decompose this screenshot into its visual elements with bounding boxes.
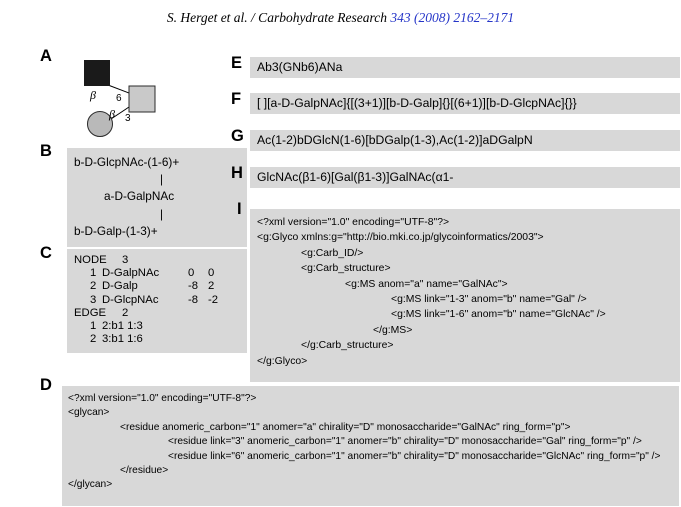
panel-g-label: G — [231, 127, 244, 145]
panel-f-text: [ ][a-D-GalpNAc]{[(3+1)][b-D-Galp]{}[(6+… — [257, 96, 577, 110]
node-index: 1 — [90, 267, 97, 280]
panel-f-bar: [ ][a-D-GalpNAc]{[(3+1)][b-D-Galp]{}[(6+… — [250, 93, 680, 114]
code-line: </glycan> — [68, 479, 113, 491]
edge-header-row: EDGE 2 — [74, 307, 247, 320]
code-line: <g:Carb_ID/> — [301, 247, 364, 259]
node-count: 3 — [122, 254, 129, 266]
code-line: </g:MS> — [373, 324, 413, 336]
panel-b-label: B — [40, 142, 52, 160]
code-line: <?xml version="1.0" encoding="UTF-8"?> — [257, 217, 450, 228]
panel-e-label: E — [231, 54, 243, 72]
beta6-linkage-edge — [107, 84, 130, 94]
galnac-square-icon — [128, 85, 156, 113]
node-name: D-Galp — [102, 280, 138, 293]
edge-keyword: EDGE — [74, 306, 107, 319]
glcnac-filled-square-icon — [84, 60, 110, 86]
code-line: </g:Glyco> — [257, 355, 308, 367]
panel-d-xml-box: <?xml version="1.0" encoding="UTF-8"?> <… — [62, 386, 679, 506]
code-line: <residue anomeric_carbon="1" anomer="a" … — [120, 421, 571, 433]
node-y: 0 — [208, 267, 215, 280]
node-row: 2 D-Galp -8 2 — [74, 280, 247, 293]
top-anomer-label: β — [89, 88, 96, 102]
top-linkage-label: 6 — [116, 93, 122, 104]
panel-h-text: GlcNAc(β1-6)[Gal(β1-3)]GalNAc(α1- — [257, 170, 454, 184]
edge-index: 2 — [90, 333, 97, 346]
code-line: b-D-Galp-(1-3)+ — [74, 223, 158, 238]
edge-count: 2 — [122, 306, 129, 319]
bottom-linkage-label: 3 — [125, 113, 131, 124]
edge-index: 1 — [90, 320, 97, 333]
node-index: 3 — [90, 293, 97, 306]
panel-g-text: Ac(1-2)bDGlcN(1-6)[bDGalp(1-3),Ac(1-2)]a… — [257, 133, 533, 147]
node-row: 1 D-GalpNAc 0 0 — [74, 267, 247, 280]
code-line: <residue link="3" anomeric_carbon="1" an… — [168, 436, 642, 448]
panel-i-label: I — [237, 200, 242, 218]
node-x: 0 — [188, 267, 195, 280]
edge-row: 2 3:b1 1:6 — [74, 333, 247, 346]
branch-bar: | — [160, 206, 164, 221]
panel-i-xml-box: <?xml version="1.0" encoding="UTF-8"?> <… — [250, 209, 680, 382]
node-y: 2 — [208, 280, 215, 293]
panel-e-text: Ab3(GNb6)ANa — [257, 60, 343, 74]
node-header-row: NODE 3 — [74, 254, 247, 267]
panel-c-label: C — [40, 244, 52, 262]
node-index: 2 — [90, 280, 97, 293]
node-row: 3 D-GlcpNAc -8 -2 — [74, 294, 247, 307]
node-x: -8 — [188, 293, 199, 306]
code-line: </g:Carb_structure> — [301, 340, 394, 352]
code-line: <?xml version="1.0" encoding="UTF-8"?> — [68, 393, 257, 404]
panel-e-bar: Ab3(GNb6)ANa — [250, 57, 680, 78]
bottom-anomer-label: β — [108, 107, 115, 121]
edge-def: 2:b1 1:3 — [102, 320, 143, 333]
citation-text: S. Herget et al. / Carbohydrate Research — [166, 10, 388, 25]
code-line: <g:MS anom="a" name="GalNAc"> — [345, 278, 508, 290]
citation-link[interactable]: 343 (2008) 2162–2171 — [390, 10, 515, 25]
panel-h-label: H — [231, 164, 243, 182]
node-x: -8 — [188, 280, 199, 293]
panel-g-bar: Ac(1-2)bDGlcN(1-6)[bDGalp(1-3),Ac(1-2)]a… — [250, 130, 680, 151]
code-line: <g:Glyco xmlns:g="http://bio.mki.co.jp/g… — [257, 232, 544, 244]
code-line: b-D-GlcpNAc-(1-6)+ — [74, 155, 180, 169]
node-y: -2 — [208, 293, 219, 306]
code-line: <g:Carb_structure> — [301, 263, 391, 275]
code-line: a-D-GalpNAc — [104, 189, 175, 204]
beta3-linkage-edge — [110, 106, 130, 120]
panel-b-iupac2d-box: b-D-GlcpNAc-(1-6)+ | a-D-GalpNAc | b-D-G… — [67, 148, 247, 247]
panel-c-kcf-box: NODE 3 1 D-GalpNAc 0 0 2 D-Galp -8 2 3 D… — [67, 249, 247, 353]
glycan-symbol-diagram: β 6 β 3 — [84, 60, 156, 137]
edge-def: 3:b1 1:6 — [102, 333, 143, 346]
panel-d-label: D — [40, 376, 52, 394]
branch-bar: | — [160, 172, 164, 187]
panel-a-label: A — [40, 47, 52, 65]
node-keyword: NODE — [74, 254, 107, 266]
code-line: <glycan> — [68, 407, 110, 419]
edge-row: 1 2:b1 1:3 — [74, 320, 247, 333]
code-line: <g:MS link="1-3" anom="b" name="Gal" /> — [391, 294, 587, 306]
journal-running-head: S. Herget et al. / Carbohydrate Research… — [0, 10, 681, 26]
node-name: D-GalpNAc — [102, 267, 160, 280]
gal-circle-icon — [87, 111, 113, 137]
code-line: </residue> — [120, 465, 169, 477]
panel-f-label: F — [231, 90, 242, 108]
node-name: D-GlcpNAc — [102, 293, 159, 306]
code-line: <residue link="6" anomeric_carbon="1" an… — [168, 450, 661, 462]
code-line: <g:MS link="1-6" anom="b" name="GlcNAc" … — [391, 309, 606, 321]
panel-h-bar: GlcNAc(β1-6)[Gal(β1-3)]GalNAc(α1- — [250, 167, 680, 188]
